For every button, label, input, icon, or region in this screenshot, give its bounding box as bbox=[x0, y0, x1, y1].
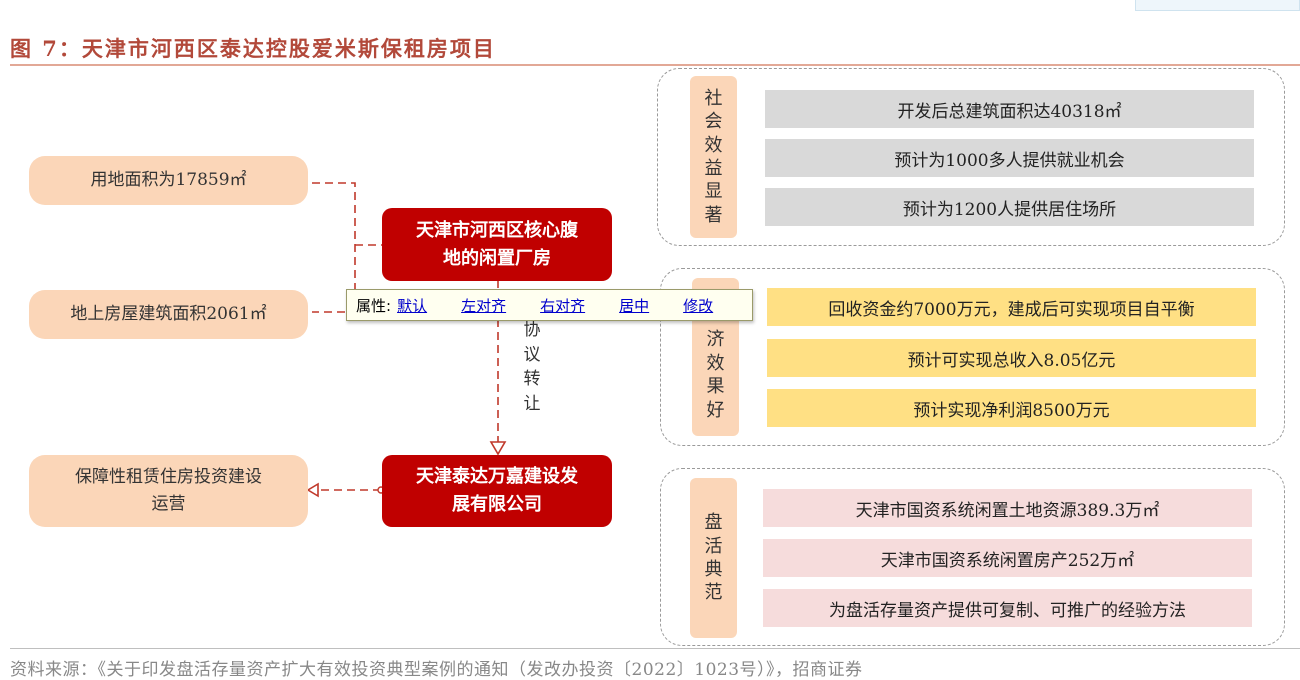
idle-factory-box: 天津市河西区核心腹 地的闲置厂房 bbox=[382, 208, 612, 281]
social-benefit-group bbox=[657, 68, 1285, 246]
social-item: 预计为1000多人提供就业机会 bbox=[765, 139, 1254, 177]
land-area-text: 用地面积为17859㎡ bbox=[90, 169, 247, 190]
left-arrow-head bbox=[306, 482, 319, 498]
economic-char-2: 效 bbox=[706, 352, 725, 374]
agreement-char-4: 让 bbox=[523, 393, 541, 414]
down-arrow-head bbox=[489, 441, 507, 456]
revitalize-item-text: 天津市国资系统闲置房产252万㎡ bbox=[880, 550, 1135, 571]
revitalize-item: 为盘活存量资产提供可复制、可推广的经验方法 bbox=[763, 589, 1252, 627]
source-note: 资料来源：《关于印发盘活存量资产扩大有效投资典型案例的通知（发改办投资〔2022… bbox=[10, 660, 863, 680]
affordable-housing-line-2: 运营 bbox=[151, 494, 186, 514]
toolbar-center-link[interactable]: 居中 bbox=[619, 296, 650, 315]
agreement-char-2: 议 bbox=[523, 344, 541, 365]
idle-factory-line-2: 地的闲置厂房 bbox=[443, 247, 551, 269]
revitalize-item-text: 天津市国资系统闲置土地资源389.3万㎡ bbox=[855, 500, 1160, 521]
social-item-text: 开发后总建筑面积达40318㎡ bbox=[897, 101, 1122, 122]
social-item: 开发后总建筑面积达40318㎡ bbox=[765, 90, 1254, 128]
revitalize-char-4: 范 bbox=[704, 582, 723, 604]
revitalize-group bbox=[660, 468, 1285, 646]
company-line-1: 天津泰达万嘉建设发 bbox=[416, 466, 578, 488]
social-char-5: 显 bbox=[704, 181, 723, 203]
agreement-char-3: 转 bbox=[523, 369, 541, 390]
toolbar-align-left-link[interactable]: 左对齐 bbox=[461, 296, 507, 315]
social-char-1: 社 bbox=[704, 87, 723, 109]
economic-char-1: 济 bbox=[706, 329, 725, 351]
economic-benefit-group bbox=[660, 268, 1285, 446]
economic-char-3: 果 bbox=[706, 376, 725, 398]
economic-item: 回收资金约7000万元，建成后可实现项目自平衡 bbox=[767, 288, 1256, 326]
land-area-pill: 用地面积为17859㎡ bbox=[29, 156, 308, 205]
agreement-char-1: 协 bbox=[523, 320, 541, 340]
revitalize-item: 天津市国资系统闲置土地资源389.3万㎡ bbox=[763, 489, 1252, 527]
revitalize-char-1: 盘 bbox=[704, 512, 723, 534]
social-item-text: 预计为1200人提供居住场所 bbox=[902, 199, 1117, 220]
social-item-text: 预计为1000多人提供就业机会 bbox=[894, 150, 1125, 171]
revitalize-item: 天津市国资系统闲置房产252万㎡ bbox=[763, 539, 1252, 577]
building-area-pill: 地上房屋建筑面积2061㎡ bbox=[29, 290, 308, 339]
social-item: 预计为1200人提供居住场所 bbox=[765, 188, 1254, 226]
source-divider bbox=[10, 648, 1300, 649]
figure-title: 图 7：天津市河西区泰达控股爱米斯保租房项目 bbox=[10, 36, 496, 61]
economic-char-4: 好 bbox=[706, 399, 725, 421]
idle-factory-line-1: 天津市河西区核心腹 bbox=[416, 219, 578, 241]
toolbar-default-link[interactable]: 默认 bbox=[397, 296, 428, 315]
social-char-3: 效 bbox=[704, 134, 723, 156]
agreement-transfer-label: 协 议 转 让 bbox=[520, 318, 544, 417]
revitalize-item-text: 为盘活存量资产提供可复制、可推广的经验方法 bbox=[829, 600, 1186, 621]
economic-item-text: 预计实现净利润8500万元 bbox=[913, 400, 1110, 421]
building-area-text: 地上房屋建筑面积2061㎡ bbox=[70, 303, 267, 324]
toolbar-align-right-link[interactable]: 右对齐 bbox=[540, 296, 586, 315]
left-bracket-connector bbox=[312, 182, 356, 313]
social-char-6: 著 bbox=[704, 204, 723, 226]
economic-item-text: 预计可实现总收入8.05亿元 bbox=[907, 350, 1116, 371]
toolbar-label: 属性: bbox=[356, 296, 392, 315]
economic-item-text: 回收资金约7000万元，建成后可实现项目自平衡 bbox=[828, 299, 1195, 320]
social-benefit-label: 社 会 效 益 显 著 bbox=[690, 76, 737, 238]
title-divider bbox=[10, 64, 1300, 66]
social-char-2: 会 bbox=[704, 111, 723, 133]
revitalize-char-2: 活 bbox=[704, 535, 723, 557]
toolbar-edit-link[interactable]: 修改 bbox=[683, 296, 714, 315]
revitalize-char-3: 典 bbox=[704, 559, 723, 580]
alignment-toolbar: 属性: 默认 左对齐 右对齐 居中 修改 bbox=[346, 289, 753, 321]
social-char-4: 益 bbox=[704, 158, 723, 179]
company-line-2: 展有限公司 bbox=[452, 494, 542, 515]
company-box: 天津泰达万嘉建设发 展有限公司 bbox=[382, 455, 612, 527]
economic-item: 预计可实现总收入8.05亿元 bbox=[767, 339, 1256, 377]
affordable-housing-line-1: 保障性租赁住房投资建设 bbox=[75, 466, 262, 487]
affordable-housing-pill: 保障性租赁住房投资建设 运营 bbox=[29, 455, 308, 527]
economic-item: 预计实现净利润8500万元 bbox=[767, 389, 1256, 427]
revitalize-label: 盘 活 典 范 bbox=[690, 478, 737, 638]
